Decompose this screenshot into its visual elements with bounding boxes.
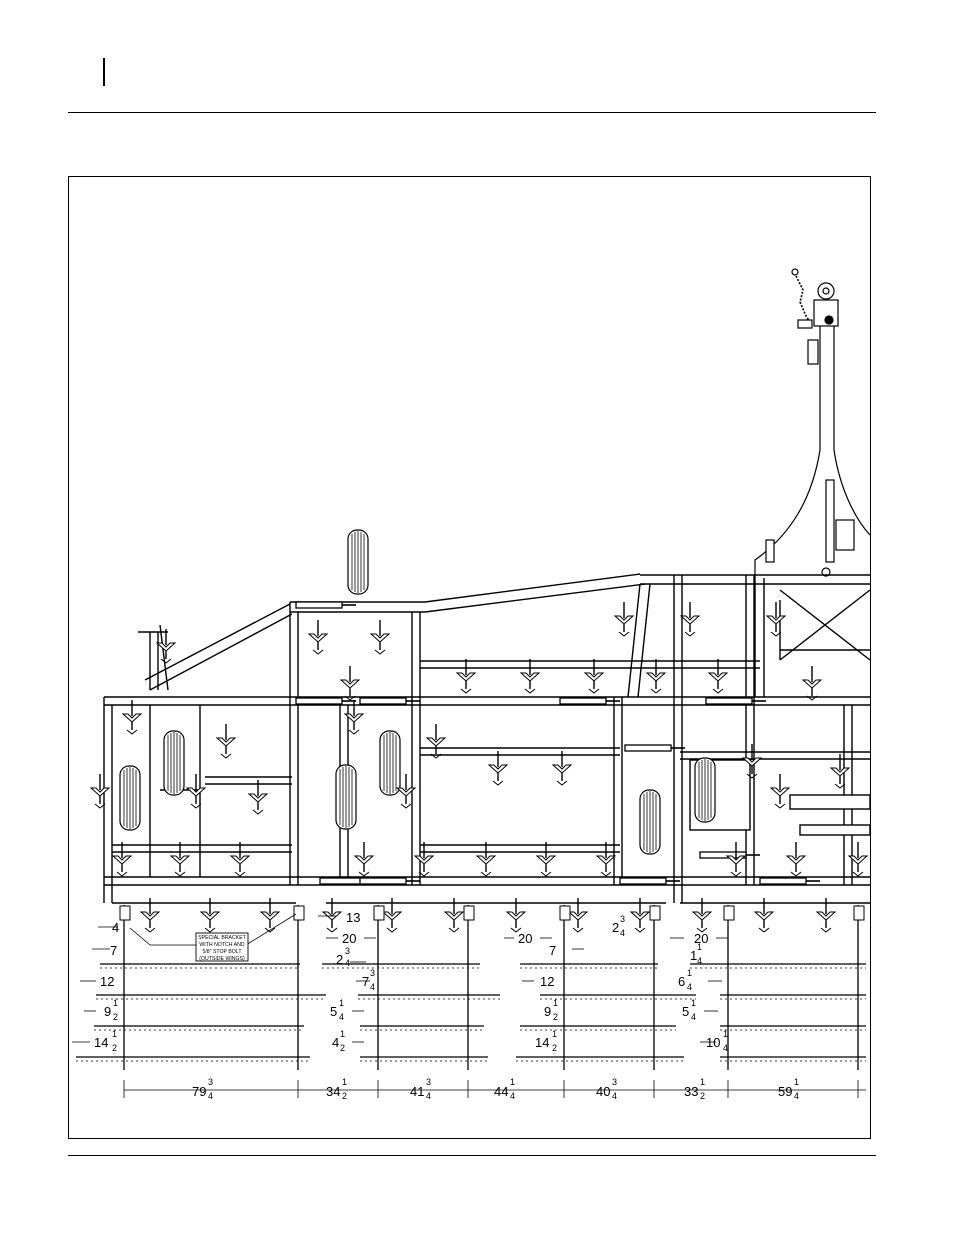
svg-text:1: 1 xyxy=(552,1029,557,1039)
svg-text:3: 3 xyxy=(345,946,350,956)
svg-text:34: 34 xyxy=(326,1084,340,1099)
svg-text:33: 33 xyxy=(684,1084,698,1099)
svg-text:4: 4 xyxy=(723,1043,728,1053)
dim-7-a: 7 xyxy=(110,943,117,958)
svg-text:4: 4 xyxy=(697,956,702,966)
dimension-lines xyxy=(72,914,866,1098)
svg-text:40: 40 xyxy=(596,1084,610,1099)
svg-text:4: 4 xyxy=(620,928,625,938)
dim-12-a: 12 xyxy=(100,974,114,989)
special-bracket-note: SPECIAL BRACKET WITH NOTCH AND 5/8" STOP… xyxy=(196,933,248,962)
dim-20-a: 20 xyxy=(342,931,356,946)
dim-4: 4 xyxy=(112,920,119,935)
bottom-dim-7: 59 1 4 xyxy=(778,1077,799,1101)
dim-5-1-4-a: 5 1 4 xyxy=(330,998,344,1022)
bottom-dim-5: 40 3 4 xyxy=(596,1077,617,1101)
svg-text:1: 1 xyxy=(112,1029,117,1039)
svg-text:3: 3 xyxy=(426,1077,431,1087)
svg-text:1: 1 xyxy=(687,968,692,978)
note-line-1: SPECIAL BRACKET xyxy=(198,935,246,941)
svg-text:59: 59 xyxy=(778,1084,792,1099)
bottom-dim-3: 41 3 4 xyxy=(410,1077,431,1101)
svg-text:4: 4 xyxy=(426,1091,431,1101)
svg-text:4: 4 xyxy=(612,1091,617,1101)
svg-text:1: 1 xyxy=(794,1077,799,1087)
svg-text:1: 1 xyxy=(113,998,118,1008)
svg-text:3: 3 xyxy=(208,1077,213,1087)
svg-text:5: 5 xyxy=(682,1004,689,1019)
svg-text:10: 10 xyxy=(706,1035,720,1050)
dim-14-1-2-a: 14 1 2 xyxy=(94,1029,117,1053)
dim-2-3-4-a: 2 3 4 xyxy=(336,946,350,968)
dim-2-3-4-b: 2 3 4 xyxy=(612,914,625,938)
svg-text:2: 2 xyxy=(112,1043,117,1053)
bottom-dim-1: 79 3 4 xyxy=(192,1077,213,1101)
dim-7-b: 7 xyxy=(549,943,556,958)
svg-text:4: 4 xyxy=(208,1091,213,1101)
dim-9-1-2-a: 9 1 2 xyxy=(104,998,118,1022)
svg-text:3: 3 xyxy=(370,968,375,978)
svg-text:1: 1 xyxy=(510,1077,515,1087)
svg-text:1: 1 xyxy=(339,998,344,1008)
dim-10-1-4: 10 1 4 xyxy=(706,1029,728,1053)
svg-text:1: 1 xyxy=(700,1077,705,1087)
dim-7-3-4: 7 3 4 xyxy=(362,968,375,992)
svg-text:4: 4 xyxy=(339,1012,344,1022)
svg-text:4: 4 xyxy=(345,958,350,968)
svg-text:5: 5 xyxy=(330,1004,337,1019)
dim-5-1-4-b: 5 1 4 xyxy=(682,998,696,1022)
svg-text:2: 2 xyxy=(552,1043,557,1053)
svg-text:2: 2 xyxy=(553,1012,558,1022)
dim-20-b: 20 xyxy=(518,931,532,946)
svg-text:2: 2 xyxy=(612,920,619,935)
note-line-3: 5/8" STOP BOLT xyxy=(202,949,242,955)
svg-text:1: 1 xyxy=(723,1029,728,1039)
dim-4-1-2: 4 1 2 xyxy=(332,1029,345,1053)
bottom-dim-4: 44 1 4 xyxy=(494,1077,515,1101)
svg-text:2: 2 xyxy=(340,1043,345,1053)
note-line-2: WITH NOTCH AND xyxy=(199,942,244,948)
harrow-bars xyxy=(76,905,866,1070)
svg-text:1: 1 xyxy=(697,942,702,952)
svg-text:9: 9 xyxy=(544,1004,551,1019)
dim-12-b: 12 xyxy=(540,974,554,989)
gauge-wheels xyxy=(120,530,715,854)
svg-text:14: 14 xyxy=(94,1035,108,1050)
svg-text:9: 9 xyxy=(104,1004,111,1019)
hitch-tongue xyxy=(755,269,870,578)
svg-text:1: 1 xyxy=(691,998,696,1008)
svg-text:6: 6 xyxy=(678,974,685,989)
svg-text:4: 4 xyxy=(794,1091,799,1101)
hydraulic-cylinders xyxy=(296,602,820,884)
svg-text:79: 79 xyxy=(192,1084,206,1099)
note-line-4: (OUTSIDE WINGS) xyxy=(199,956,245,962)
svg-text:2: 2 xyxy=(113,1012,118,1022)
svg-text:1: 1 xyxy=(342,1077,347,1087)
svg-text:2: 2 xyxy=(700,1091,705,1101)
svg-text:4: 4 xyxy=(510,1091,515,1101)
svg-text:44: 44 xyxy=(494,1084,508,1099)
svg-text:7: 7 xyxy=(362,974,369,989)
svg-text:14: 14 xyxy=(535,1035,549,1050)
dim-6-1-4: 6 1 4 xyxy=(678,968,692,992)
svg-text:4: 4 xyxy=(370,982,375,992)
svg-text:2: 2 xyxy=(336,952,343,967)
svg-text:1: 1 xyxy=(553,998,558,1008)
svg-text:1: 1 xyxy=(340,1029,345,1039)
bottom-dim-2: 34 1 2 xyxy=(326,1077,347,1101)
svg-text:2: 2 xyxy=(342,1091,347,1101)
svg-text:3: 3 xyxy=(612,1077,617,1087)
svg-text:3: 3 xyxy=(620,914,625,924)
svg-text:4: 4 xyxy=(687,982,692,992)
dim-9-1-2-b: 9 1 2 xyxy=(544,998,558,1022)
svg-text:4: 4 xyxy=(691,1012,696,1022)
svg-text:4: 4 xyxy=(332,1035,339,1050)
svg-text:41: 41 xyxy=(410,1084,424,1099)
dim-13: 13 xyxy=(346,910,360,925)
bottom-dim-6: 33 1 2 xyxy=(684,1077,705,1101)
dim-14-1-2-b: 14 1 2 xyxy=(535,1029,557,1053)
